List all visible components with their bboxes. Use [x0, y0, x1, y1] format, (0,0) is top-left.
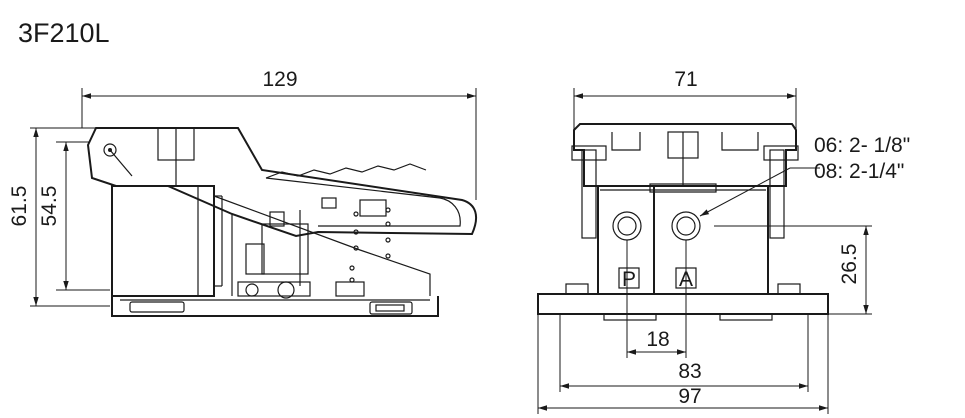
port-height-label: 26.5 — [838, 244, 861, 285]
port-callout-08: 08: 2-1/4" — [814, 160, 904, 183]
width-dimension-label: 71 — [674, 68, 697, 91]
overall-height-label: 61.5 — [8, 186, 31, 227]
port-label-p: P — [622, 268, 636, 291]
pedal-front — [573, 123, 797, 187]
model-title: 3F210L — [18, 18, 110, 48]
mount-spacing-label: 83 — [678, 360, 701, 383]
valve-housing — [111, 185, 215, 297]
length-dimension-label: 129 — [262, 68, 297, 91]
port-spacing-label: 18 — [646, 328, 669, 351]
front-view: 71 P A 06: 2- 1/8" 08: 2-1/4" — [537, 68, 910, 414]
base-plate — [111, 296, 439, 317]
base-width-label: 97 — [678, 385, 701, 408]
base-front — [537, 293, 829, 315]
port-callout-06: 06: 2- 1/8" — [814, 134, 910, 157]
side-view: 129 61.5 54.5 — [8, 68, 478, 317]
pedal-height-label: 54.5 — [38, 186, 61, 227]
port-callout-leader — [699, 167, 791, 217]
pedal-body — [86, 127, 478, 238]
